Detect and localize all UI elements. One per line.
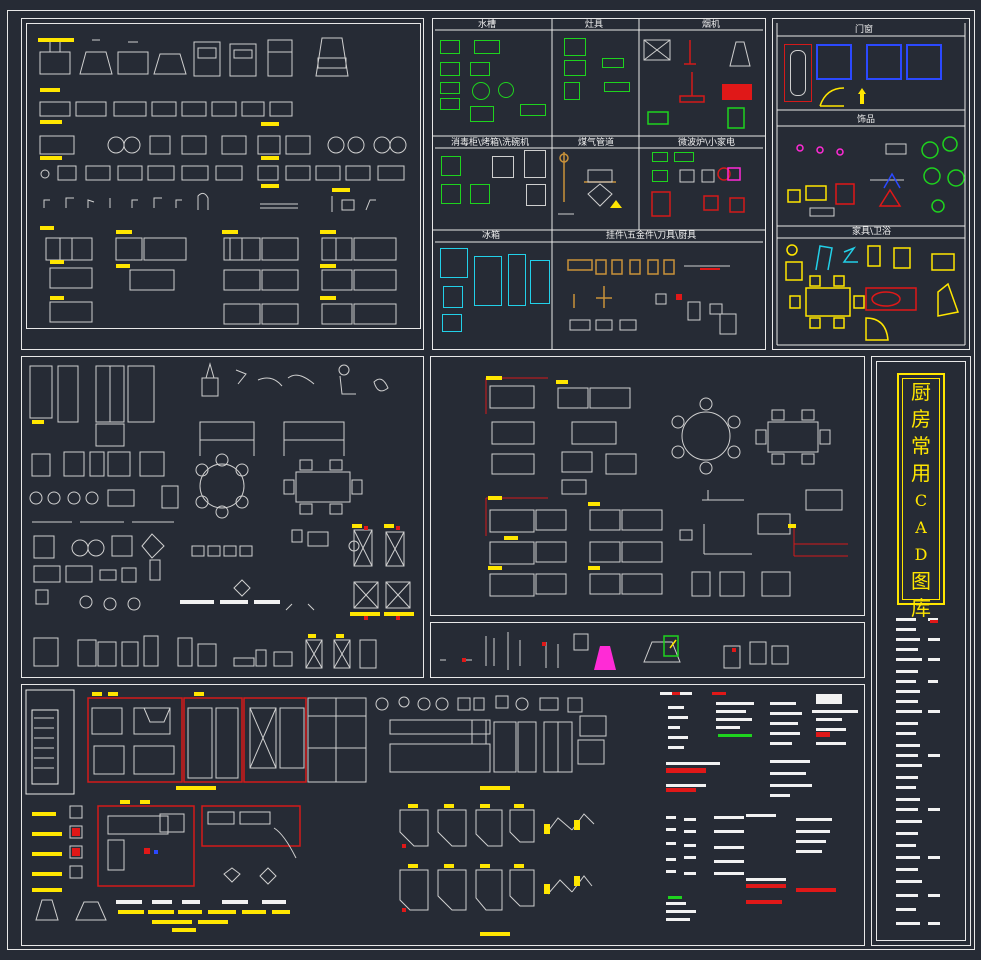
microwave-icon [652,170,668,182]
sink-icon-green [474,40,500,54]
appliance-grid-lines [432,18,766,350]
label-accessories: 挂件\五金件\刀具\厨具 [606,231,697,241]
title-char: 图 [911,569,931,593]
door-frame-icon [784,44,812,102]
sink-icon-green [470,62,490,76]
window-icon [866,44,902,80]
title-char: 用 [911,461,931,485]
label-fridge: 冰箱 [482,231,501,241]
corner-cabinet-plans[interactable] [394,800,604,940]
stove-icon [564,38,586,56]
label-decor: 饰品 [857,115,876,125]
fridge-icon [443,286,463,308]
label-gas-pipe: 煤气管道 [578,138,615,148]
microwave-icon [674,152,694,162]
bottom-layout-white-bars [116,900,290,932]
page-title: 厨 房 常 用 C A D 图 库 [899,379,943,622]
door-swing-icon [819,87,866,107]
title-box: 厨 房 常 用 C A D 图 库 [897,373,945,620]
panel-appliances[interactable] [432,18,766,350]
label-sink: 水槽 [478,20,497,30]
title-char: C [914,491,928,510]
fridge-icon [530,260,550,304]
door-icon [790,50,806,96]
sink-icon-green [440,98,460,110]
dishwasher-icon [526,184,546,206]
decor-icons [787,136,965,217]
panel-layouts[interactable] [21,684,865,946]
panel-pipe-strip[interactable] [430,622,865,678]
panel-title[interactable] [871,356,971,946]
oven-icon [470,184,490,204]
title-char: A [915,518,927,537]
gas-pipe-icons [558,152,622,215]
title-char: 厨 [911,380,931,404]
sink-icon-green [440,62,460,76]
notes-text-blocks [660,692,858,921]
title-char: 库 [911,596,931,620]
hood-icons [643,39,752,129]
sink-icon-green [440,40,460,54]
window-icon [906,44,942,80]
label-disinfect: 消毒柜\烤箱\洗碗机 [451,138,530,148]
accessory-icons [567,259,737,335]
small-appliance-icons [651,167,745,217]
appliance-elevation-row[interactable] [370,692,620,792]
kitchen-elevations[interactable] [84,688,384,944]
legend-column [25,689,107,921]
oven-icon [441,184,461,204]
panel-range-hoods[interactable] [21,18,424,350]
decor-grid-lines [776,23,966,346]
pipe-strip-icons[interactable] [432,624,862,676]
cabinet-table-panel[interactable] [432,360,862,614]
label-furniture: 家具\卫浴 [852,227,892,237]
panel-doors-furniture[interactable] [772,18,970,350]
title-char: 房 [911,407,931,431]
title-notes [896,618,940,925]
label-small-appliance: 微波炉\小家电 [678,138,736,148]
sink-icon-green [472,82,490,100]
fridge-icon [442,314,462,332]
sink-icon-green [470,106,494,122]
range-hood-row[interactable] [36,30,416,100]
title-char: 常 [911,434,931,458]
sink-icon-green [520,104,546,116]
sink-icon-green [440,82,460,94]
fridge-icon [474,256,502,306]
sink-row[interactable] [36,96,416,196]
faucet-row[interactable] [36,186,416,216]
stove-icon [604,82,630,92]
label-hood: 烟机 [702,20,721,30]
furniture-icons [785,244,959,341]
label-stove: 灶具 [585,20,604,30]
panel-range-hoods-inner [26,23,421,329]
panel-cabinets-tables[interactable] [430,356,865,616]
oven-icon [441,156,461,176]
stove-icon [564,82,580,100]
stove-icon [602,58,624,68]
fridge-chair-panel[interactable] [24,360,422,676]
sink-icon-green [498,82,514,98]
drawing-border [7,10,975,950]
window-icon [816,44,852,80]
title-box-inner [902,378,940,600]
panel-fridges-chairs[interactable] [21,356,424,678]
label-doors-windows: 门窗 [855,25,874,35]
title-char: D [914,545,928,564]
title-panel-inner [876,361,966,941]
stove-icon [564,60,586,76]
microwave-icon [652,152,668,162]
hood-label-bar [38,38,74,42]
dishwasher-icon [524,150,546,178]
fridge-icon [440,248,468,278]
dishwasher-icon [492,156,514,178]
base-cabinet-set[interactable] [36,226,416,326]
fridge-icon [508,254,526,306]
